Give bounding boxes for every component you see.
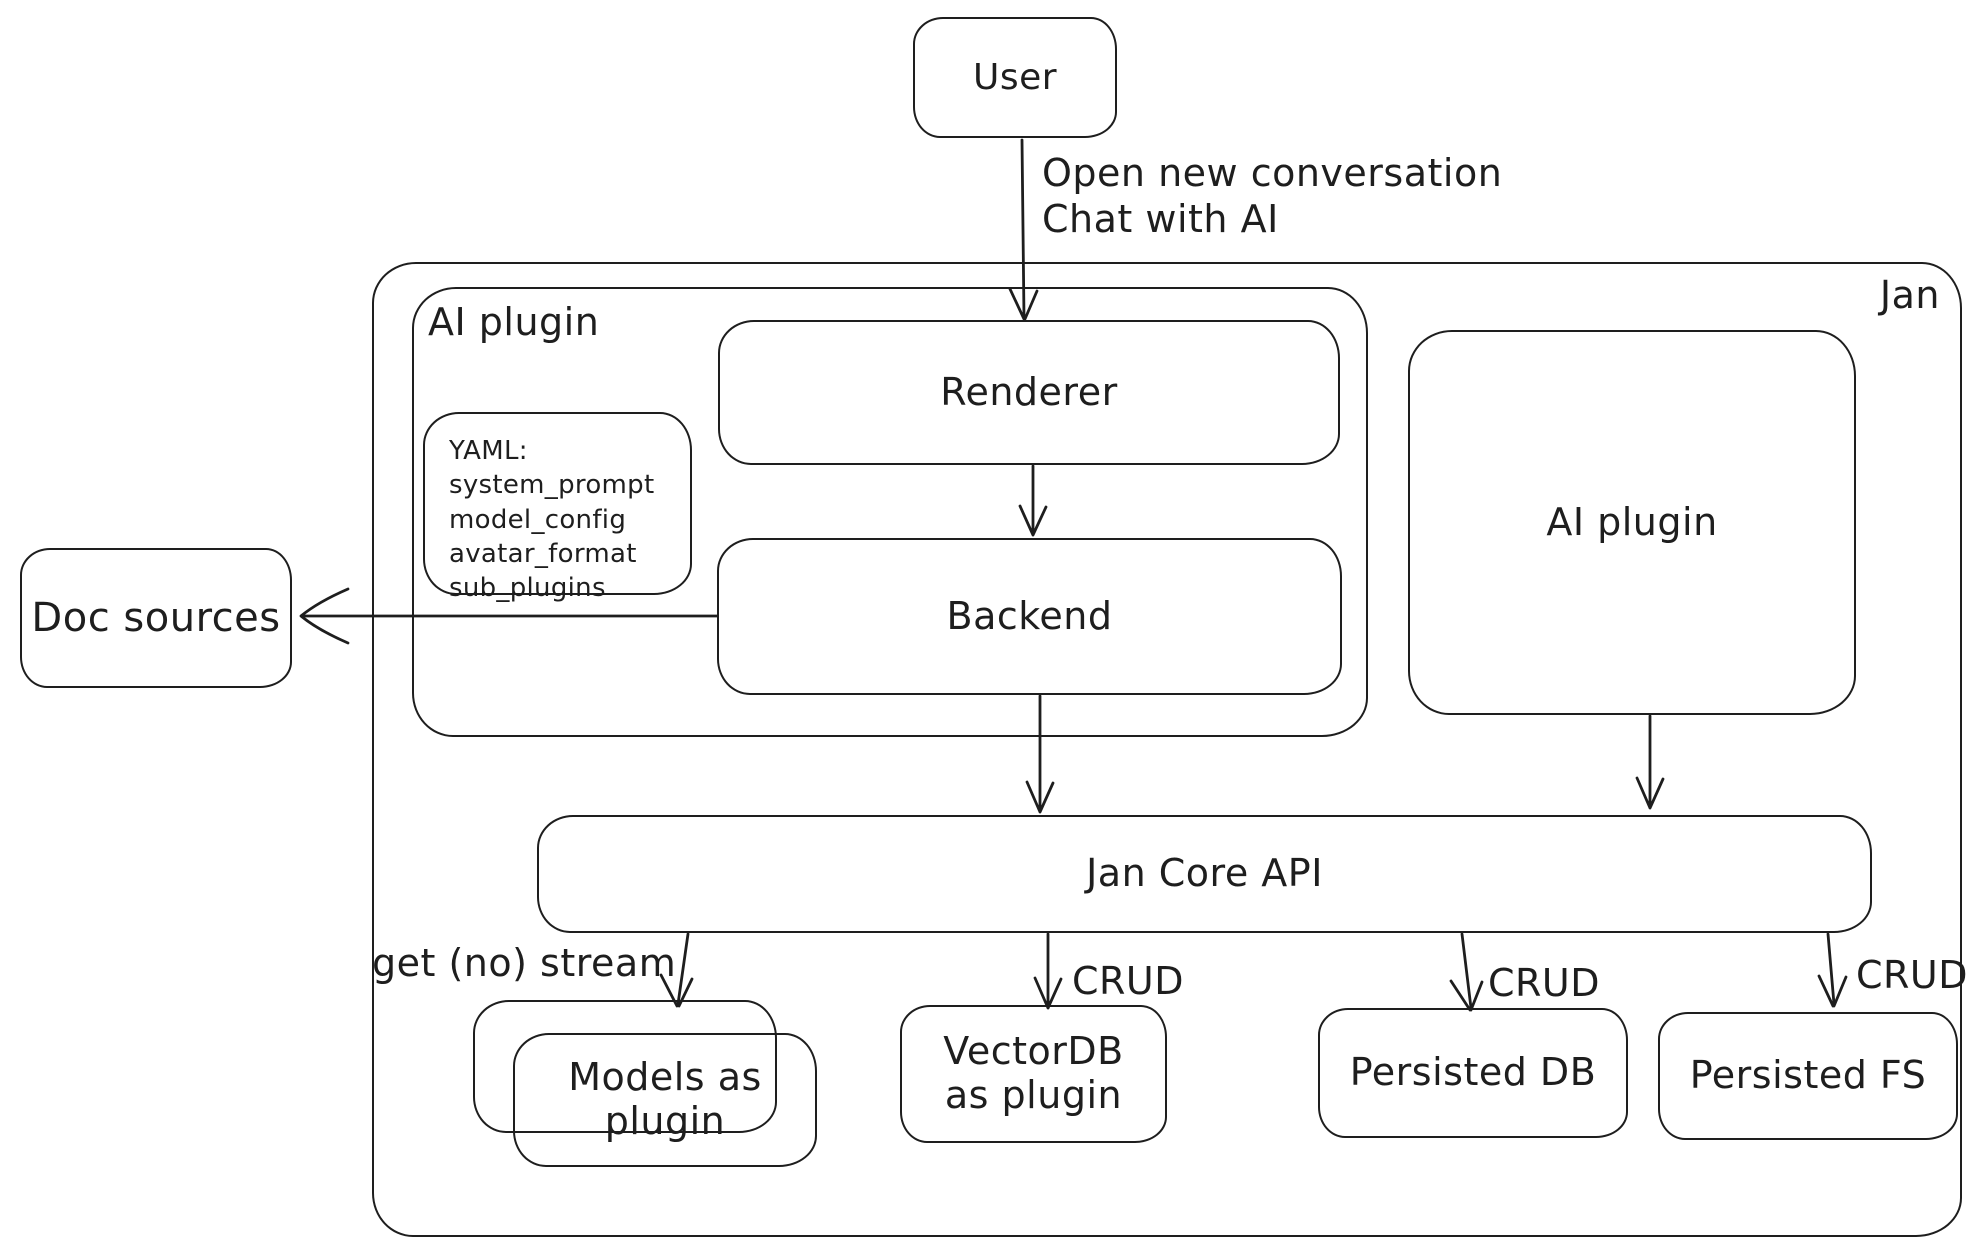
models-plugin-back-box (473, 1000, 777, 1133)
models-stream-edge-label: get (no) stream (372, 941, 677, 985)
persisted-db-node-label: Persisted DB (1349, 1050, 1597, 1095)
jan-container-box: Jan (372, 262, 1962, 1237)
yaml-note-text: YAML: system_prompt model_config avatar_… (449, 436, 655, 604)
persisted-db-crud-edge-label: CRUD (1488, 961, 1601, 1005)
jan-core-api-node-label: Jan Core API (1086, 851, 1323, 896)
yaml-note: YAML: system_prompt model_config avatar_… (423, 412, 692, 603)
vector-db-node-label: VectorDB as plugin (943, 1029, 1124, 1117)
user-node-label: User (972, 56, 1058, 98)
user-flow-edge-label: Open new conversation Chat with AI (1042, 151, 1503, 242)
persisted-fs-node: Persisted FS (1658, 1012, 1958, 1140)
doc-sources-node-label: Doc sources (31, 595, 281, 641)
renderer-node-label: Renderer (940, 369, 1118, 414)
backend-node-label: Backend (946, 593, 1113, 638)
jan-container-label: Jan (1879, 273, 1940, 317)
jan-core-api-node: Jan Core API (537, 815, 1872, 933)
models-plugin-node: Models as plugin (513, 1033, 817, 1167)
renderer-node: Renderer (718, 320, 1340, 465)
persisted-fs-crud-edge-label: CRUD (1856, 953, 1969, 997)
persisted-db-node: Persisted DB (1318, 1008, 1628, 1138)
models-plugin-node-label: Models as plugin (568, 1055, 762, 1143)
vector-db-node: VectorDB as plugin (900, 1005, 1167, 1143)
user-node: User (913, 17, 1117, 138)
ai-plugin-node-label: AI plugin (1546, 499, 1718, 544)
ai-plugin-group-label: AI plugin (428, 300, 600, 344)
backend-node: Backend (717, 538, 1342, 695)
persisted-fs-node-label: Persisted FS (1689, 1053, 1927, 1098)
vectordb-crud-edge-label: CRUD (1072, 959, 1185, 1003)
ai-plugin-group-box: AI plugin (412, 287, 1368, 737)
ai-plugin-node: AI plugin (1408, 330, 1856, 715)
doc-sources-node: Doc sources (20, 548, 292, 688)
